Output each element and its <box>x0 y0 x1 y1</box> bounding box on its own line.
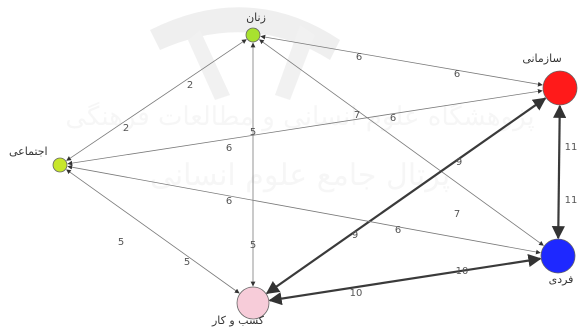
edges-layer <box>66 34 567 306</box>
node-kasb <box>236 286 270 320</box>
edge-weight-label: 11 <box>565 142 578 153</box>
edge-weight-label: 11 <box>565 195 578 206</box>
edge-weight-label: 5 <box>250 127 256 138</box>
edge-fardi-kasb <box>268 254 542 306</box>
edge-weight-label: 7 <box>454 209 460 220</box>
edge-weight-label: 10 <box>456 266 469 277</box>
svg-text:پرتال جامع علوم انسانی: پرتال جامع علوم انسانی <box>150 158 450 193</box>
edge-weight-label: 7 <box>354 110 360 121</box>
node-ejtemaei <box>52 157 68 173</box>
edge-weight-label: 5 <box>184 257 190 268</box>
edge-weight-label: 6 <box>390 113 396 124</box>
node-label-fardi: فردی <box>549 273 574 286</box>
edge-ejtemaei-kasb <box>66 169 240 294</box>
node-label-sazmani: سازمانی <box>522 52 561 65</box>
edge-weight-label: 5 <box>250 240 256 251</box>
edge-weight-label: 6 <box>226 143 232 154</box>
edge-zanan-fardi <box>259 39 544 246</box>
node-label-ejtemaei: اجتماعی <box>9 145 48 158</box>
edge-weight-label: 10 <box>350 288 363 299</box>
node-label-zanan: زنان <box>246 11 266 24</box>
watermark: پژوهشگاه علوم انسانی و مطالعات فرهنگی پر… <box>65 7 535 193</box>
edge-weight-label: 9 <box>456 157 462 168</box>
edge-weight-label: 2 <box>123 123 129 134</box>
nodes-layer: زنان اجتماعی سازمانی فردی کسب و کار <box>9 11 578 327</box>
edge-zanan-ejtemaei <box>66 39 247 161</box>
node-fardi <box>540 238 576 274</box>
svg-text:پژوهشگاه علوم انسانی و مطالعات: پژوهشگاه علوم انسانی و مطالعات فرهنگی <box>65 101 534 132</box>
edge-weight-label: 6 <box>454 69 460 80</box>
edge-weight-label: 2 <box>187 80 193 91</box>
edge-sazmani-fardi <box>551 104 567 240</box>
node-sazmani <box>542 70 578 106</box>
edge-weight-label: 9 <box>352 230 358 241</box>
edge-weight-label: 6 <box>356 52 362 63</box>
edge-labels-layer: 2 2 6 6 7 7 5 5 6 6 9 9 11 11 6 6 10 10 5 5 <box>118 52 578 299</box>
edge-weight-label: 5 <box>118 237 124 248</box>
node-zanan <box>245 27 261 43</box>
edge-weight-label: 6 <box>226 196 232 207</box>
edge-weight-label: 6 <box>395 225 401 236</box>
node-label-kasb: کسب و کار <box>211 314 265 327</box>
